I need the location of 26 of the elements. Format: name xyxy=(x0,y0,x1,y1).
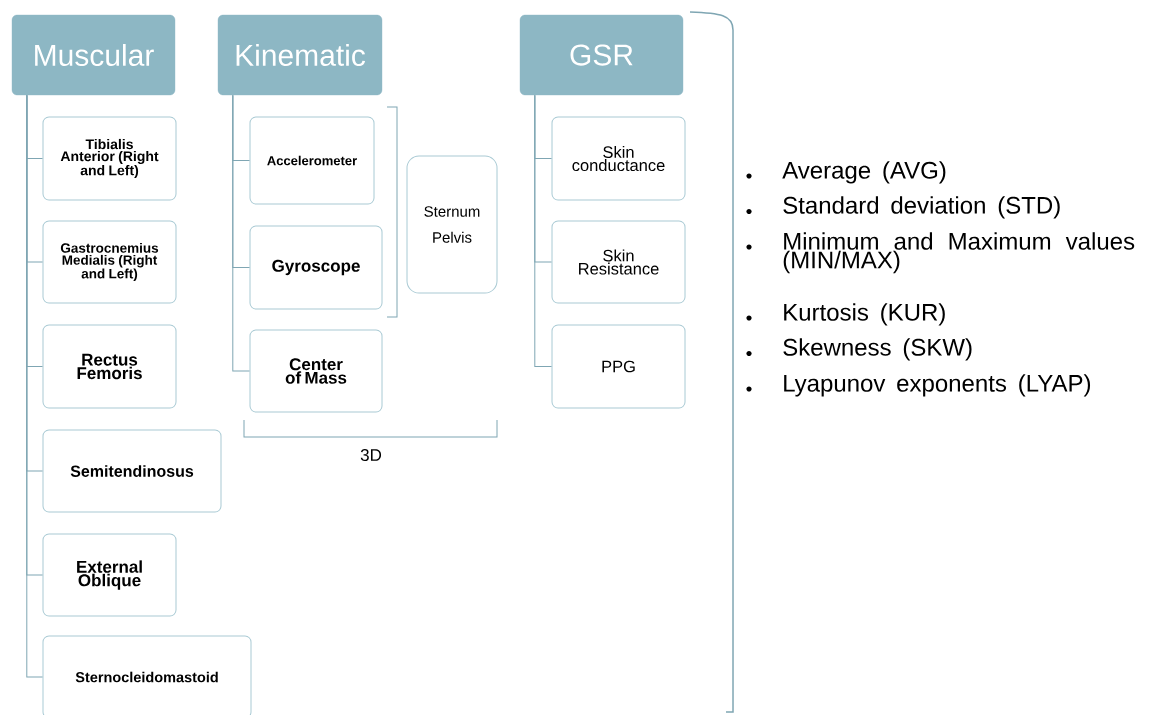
item-box: Tibialis Anterior (Right and Left) xyxy=(42,116,177,201)
bullet-item: Lyapunov exponents (LYAP) xyxy=(784,374,1091,397)
item-box: Semitendinosus xyxy=(42,429,222,513)
connector xyxy=(232,94,250,372)
item-box: Gyroscope xyxy=(249,225,383,310)
item-box: Accelerometer xyxy=(249,116,375,205)
bullet-item: Kurtosis (KUR) xyxy=(784,303,945,326)
bracket-label: 3D xyxy=(360,449,382,462)
category-header: Kinematic xyxy=(217,14,383,96)
category-header: GSR xyxy=(519,14,684,96)
item-box: PPG xyxy=(551,324,686,409)
item-box: Sternocleidomastoid xyxy=(42,635,252,715)
item-box: Gastrocnemius Medialis (Right and Left) xyxy=(42,220,177,304)
item-box: Rectus Femoris xyxy=(42,324,177,409)
connector xyxy=(534,94,552,367)
bullet-item: Minimum and Maximum values (MIN/MAX) xyxy=(783,232,1135,274)
bullet-item: Average (AVG) xyxy=(782,161,946,184)
bullet-item: Standard deviation (STD) xyxy=(783,196,1060,219)
item-box: Skin conductance xyxy=(551,116,686,201)
connector xyxy=(26,94,43,678)
item-box: Center of Mass xyxy=(249,329,383,413)
category-header: Muscular xyxy=(11,14,176,96)
item-box: External Oblique xyxy=(42,533,177,617)
location-box: Sternum Pelvis xyxy=(406,155,498,294)
bullet-item: Skewness (SKW) xyxy=(783,338,972,361)
item-box: Skin Resistance xyxy=(551,220,686,304)
